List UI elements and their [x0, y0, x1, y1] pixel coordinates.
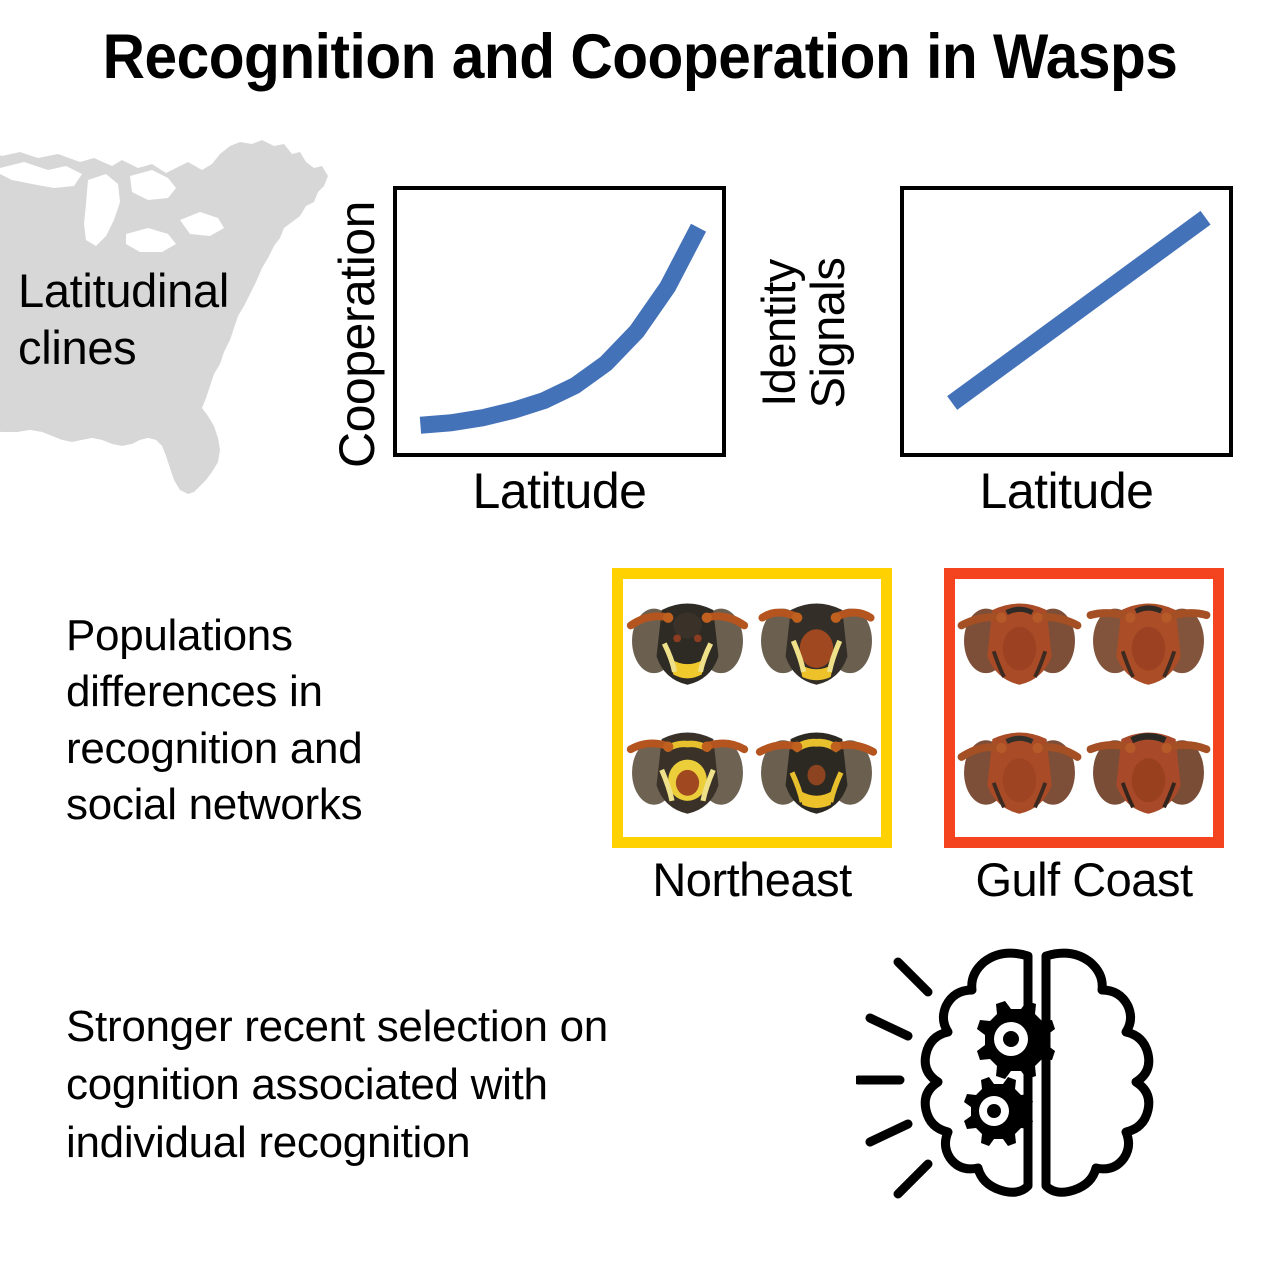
wasp-face-image	[752, 708, 881, 837]
wasp-face-image	[955, 579, 1084, 708]
brain-left-hemisphere	[920, 948, 1033, 1197]
gulf-coast-panel-caption: Gulf Coast	[975, 853, 1193, 906]
brain-rays	[856, 957, 933, 1199]
wasp-face-image	[623, 579, 752, 708]
gulf-coast-wasp-grid	[955, 579, 1213, 837]
selection-line3: individual recognition	[66, 1118, 471, 1168]
selection-line1: Stronger recent selection on	[66, 1002, 608, 1051]
brain-with-gears-icon	[856, 940, 1186, 1210]
page-title: Recognition and Cooperation in Wasps	[102, 22, 1178, 92]
selection-line2: cognition associated with	[66, 1060, 548, 1110]
populations-line1: Populations	[66, 611, 293, 660]
northeast-wasp-grid	[623, 579, 881, 837]
gear-icon-large	[977, 1001, 1055, 1079]
chart2-y-axis-label-line1: Identity	[752, 259, 805, 407]
chart1-y-axis-label: Cooperation	[329, 201, 385, 468]
chart2-data-line	[947, 210, 1211, 410]
wasp-face-image	[955, 708, 1084, 837]
brain-right-hemisphere	[1041, 948, 1154, 1197]
latitudinal-clines-line1: Latitudinal	[18, 264, 229, 317]
chart2-y-axis-label-wrapper: Identity Signals	[752, 186, 885, 486]
chart2-plot-area	[900, 186, 1233, 457]
latitudinal-clines-line2: clines	[18, 321, 137, 375]
latitudinal-clines-label: Latitudinal clines	[18, 262, 318, 377]
wasp-face-image	[1084, 579, 1213, 708]
gulf-coast-wasp-panel	[944, 568, 1224, 848]
chart2-y-axis-label: Identity Signals	[752, 188, 854, 478]
wasp-face-image	[1084, 708, 1213, 837]
populations-differences-label: Populations differences in recognition a…	[66, 608, 536, 833]
populations-line3: recognition and	[66, 723, 363, 773]
chart2-y-axis-label-line2: Signals	[800, 257, 854, 409]
wasp-face-image	[623, 708, 752, 837]
chart1-plot-area	[393, 186, 726, 457]
chart1-x-axis-label: Latitude	[472, 463, 647, 519]
northeast-panel-caption: Northeast	[652, 853, 852, 906]
northeast-wasp-panel	[612, 568, 892, 848]
selection-cognition-label: Stronger recent selection on cognition a…	[66, 998, 826, 1172]
chart2-x-axis-label: Latitude	[979, 463, 1154, 519]
populations-line2: differences in	[66, 667, 323, 717]
us-map-silhouette	[0, 140, 362, 540]
gear-icon-small	[964, 1077, 1033, 1146]
map-landmass-path	[0, 140, 328, 500]
wasp-face-image	[752, 579, 881, 708]
populations-line4: social networks	[66, 779, 363, 829]
chart1-data-curve	[419, 223, 707, 434]
